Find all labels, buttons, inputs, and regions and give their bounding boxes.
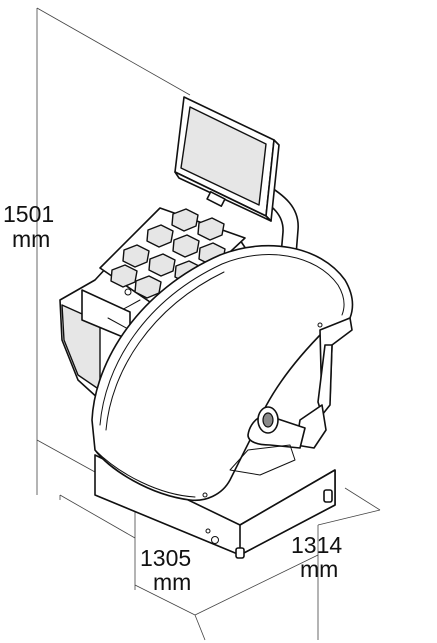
dimension-lines	[36, 7, 381, 641]
shaft-assembly	[229, 317, 353, 476]
depth-unit: mm	[153, 569, 191, 595]
depth-value: 1305	[140, 545, 191, 571]
base-platform	[94, 454, 336, 559]
wheel-guard	[91, 244, 354, 502]
width-unit: mm	[300, 556, 338, 582]
depth-dimension-label: 1305 mm	[140, 545, 191, 595]
height-value: 1501	[3, 201, 54, 227]
width-dimension-label: 1314 mm	[291, 532, 342, 582]
height-unit: mm	[12, 226, 50, 252]
height-dimension-label: 1501 mm	[3, 201, 54, 252]
monitor	[174, 96, 280, 222]
width-value: 1314	[291, 532, 342, 558]
